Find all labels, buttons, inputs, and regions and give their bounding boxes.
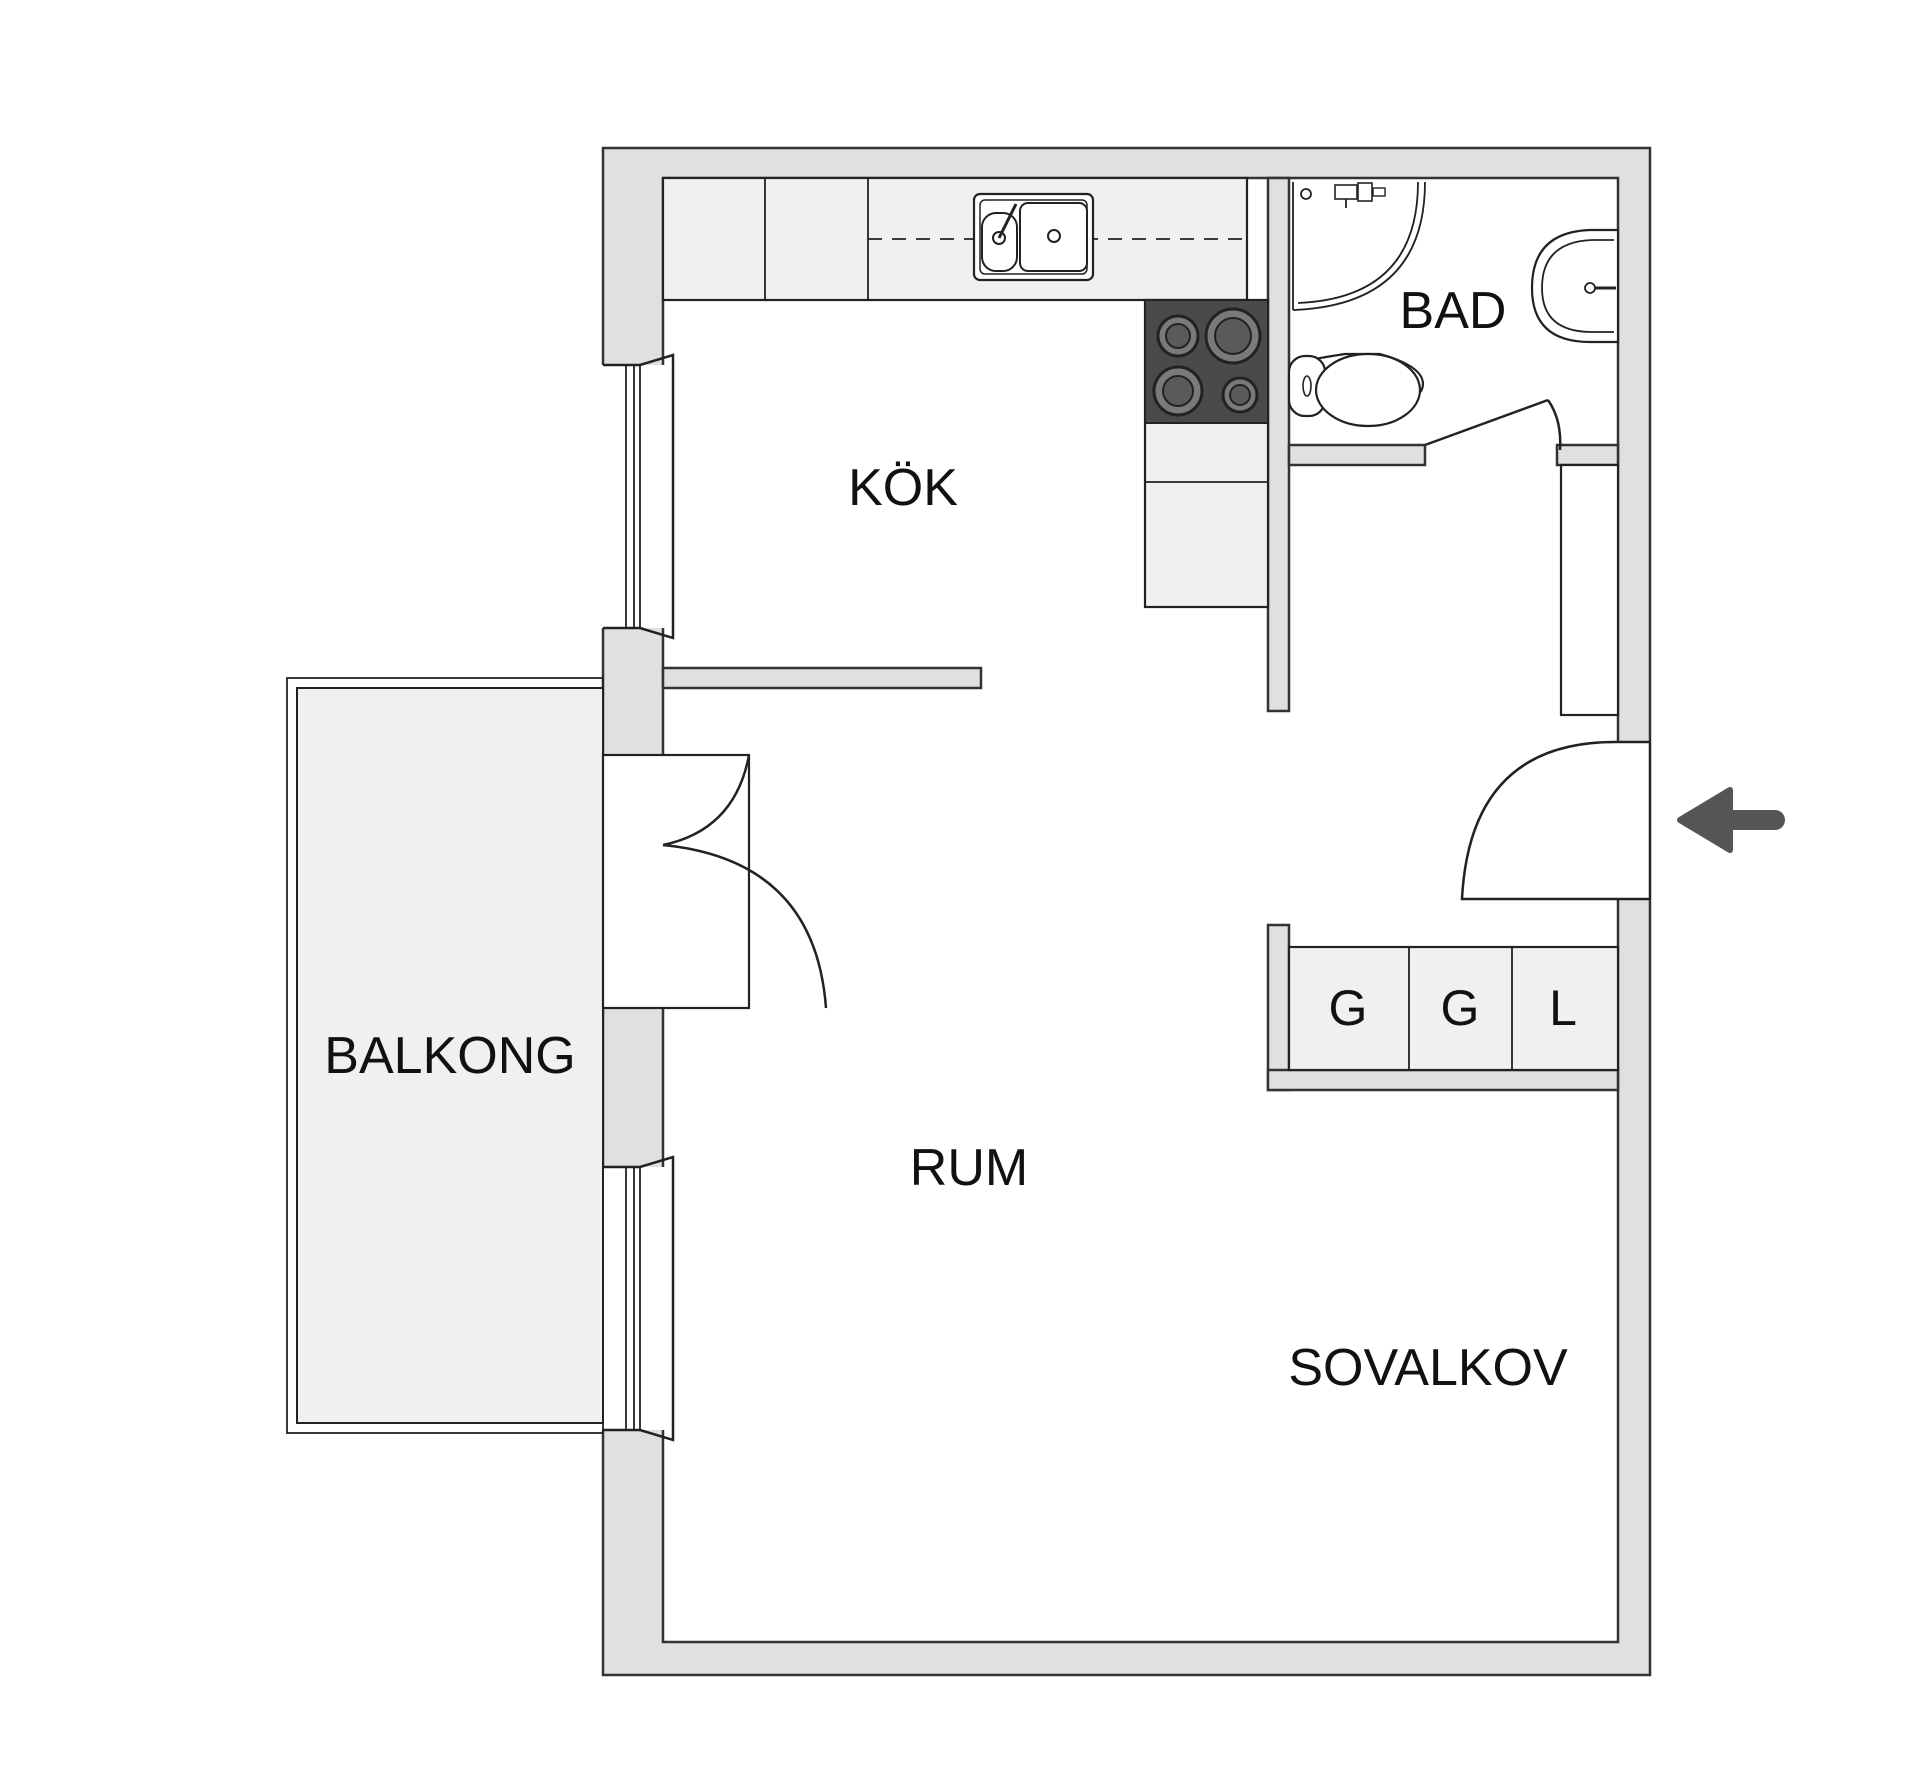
closet-row (1287, 945, 1620, 1072)
hall-wardrobe (1559, 463, 1620, 717)
closet-wall-vertical (1266, 923, 1291, 1092)
closet-wall-bottom (1266, 1068, 1620, 1092)
shower-icon (1292, 181, 1426, 311)
kitchen-sink-icon (972, 192, 1095, 282)
entrance-door (1460, 740, 1652, 901)
room-label-bathroom: BAD (1400, 282, 1507, 340)
washbasin-icon (1530, 228, 1620, 344)
stove-icon (1144, 299, 1269, 424)
closet-label: G (1329, 980, 1368, 1036)
exterior-wall (601, 146, 1652, 1677)
balcony (286, 677, 604, 1434)
kitchen-window (603, 353, 675, 640)
entrance-arrow-icon (1677, 787, 1785, 853)
kitchen-partition-wall (661, 666, 983, 690)
living-room-window (603, 1155, 675, 1442)
toilet-icon (1287, 352, 1425, 428)
closet-label: L (1549, 980, 1577, 1036)
closet-label: G (1441, 980, 1480, 1036)
bathroom-wall-vertical (1266, 176, 1291, 713)
room-label-balcony: BALKONG (324, 1027, 575, 1085)
bathroom-door (1424, 398, 1562, 451)
room-label-kitchen: KÖK (848, 459, 958, 517)
room-label-living-room: RUM (910, 1139, 1028, 1197)
bathroom-wall-bottom-left (1287, 443, 1427, 467)
room-label-sleeping-alcove: SOVALKOV (1288, 1339, 1568, 1397)
bathroom-wall-bottom-right (1555, 443, 1620, 467)
balcony-door (601, 753, 828, 1010)
